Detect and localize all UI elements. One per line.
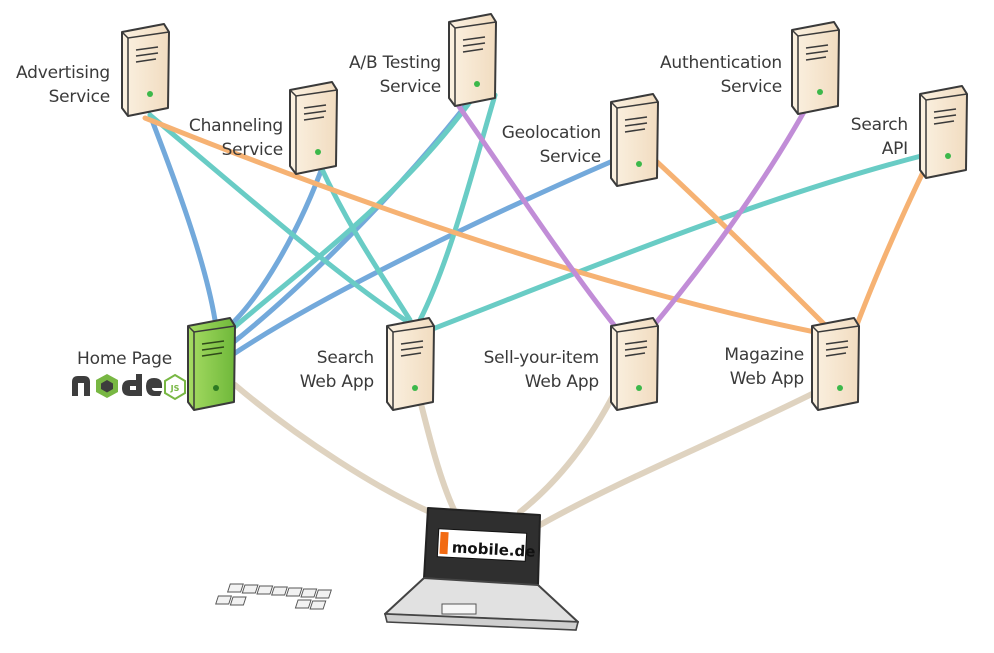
label-line: Web App [729,369,804,389]
label-line: API [881,139,908,159]
search-api-label: Search API [838,113,908,161]
home-page-label: Home Page [60,347,172,371]
authentication-service-server-icon [791,21,840,115]
label-line: Authentication [660,53,782,73]
label-line: A/B Testing [349,53,441,73]
channeling-service-label: Channeling Service [176,114,283,162]
advertising-service-server-icon [121,23,170,117]
teal-links [147,92,928,338]
magazine-web-app-server-icon [811,317,860,411]
svg-text:JS: JS [170,384,180,393]
label-line: Geolocation [501,123,601,143]
label-line: Sell-your-item [483,348,600,368]
mobile-de-brand-logo: mobile.de [451,538,536,560]
search-web-app-server-icon [386,317,435,411]
sell-your-item-web-app-label: Sell-your-item Web App [470,346,600,394]
label-line: Service [48,87,111,107]
laptop-icon: mobile.de [215,507,580,631]
authentication-service-label: Authentication Service [650,51,782,99]
geolocation-service-label: Geolocation Service [490,121,601,169]
search-web-app-label: Search Web App [272,346,374,394]
label-line: Service [221,140,284,160]
advertising-service-label: Advertising Service [8,61,110,109]
purple-links [455,102,808,333]
label-line: Search [850,115,908,135]
label-line: Advertising [16,63,110,83]
magazine-web-app-label: Magazine Web App [700,343,804,391]
label-line: Service [379,77,442,97]
label-line: Web App [299,372,374,392]
label-line: Service [539,147,602,167]
ab-testing-service-label: A/B Testing Service [332,51,441,99]
sell-your-item-server-icon [610,317,659,411]
channeling-service-server-icon [289,81,338,175]
label-line: Channeling [188,116,283,136]
nodejs-logo-icon: JS [72,373,186,401]
label-line: Service [720,77,783,97]
ab-testing-service-server-icon [448,13,497,107]
label-line: Magazine [724,345,804,365]
laptop-links [232,382,823,528]
search-api-server-icon [919,85,968,179]
label-line: Search [316,348,374,368]
home-page-server-icon [187,317,236,411]
label-line: Home Page [77,349,172,369]
connections [142,92,928,528]
label-line: Web App [524,372,599,392]
orange-links [142,115,928,338]
geolocation-service-server-icon [610,93,659,187]
